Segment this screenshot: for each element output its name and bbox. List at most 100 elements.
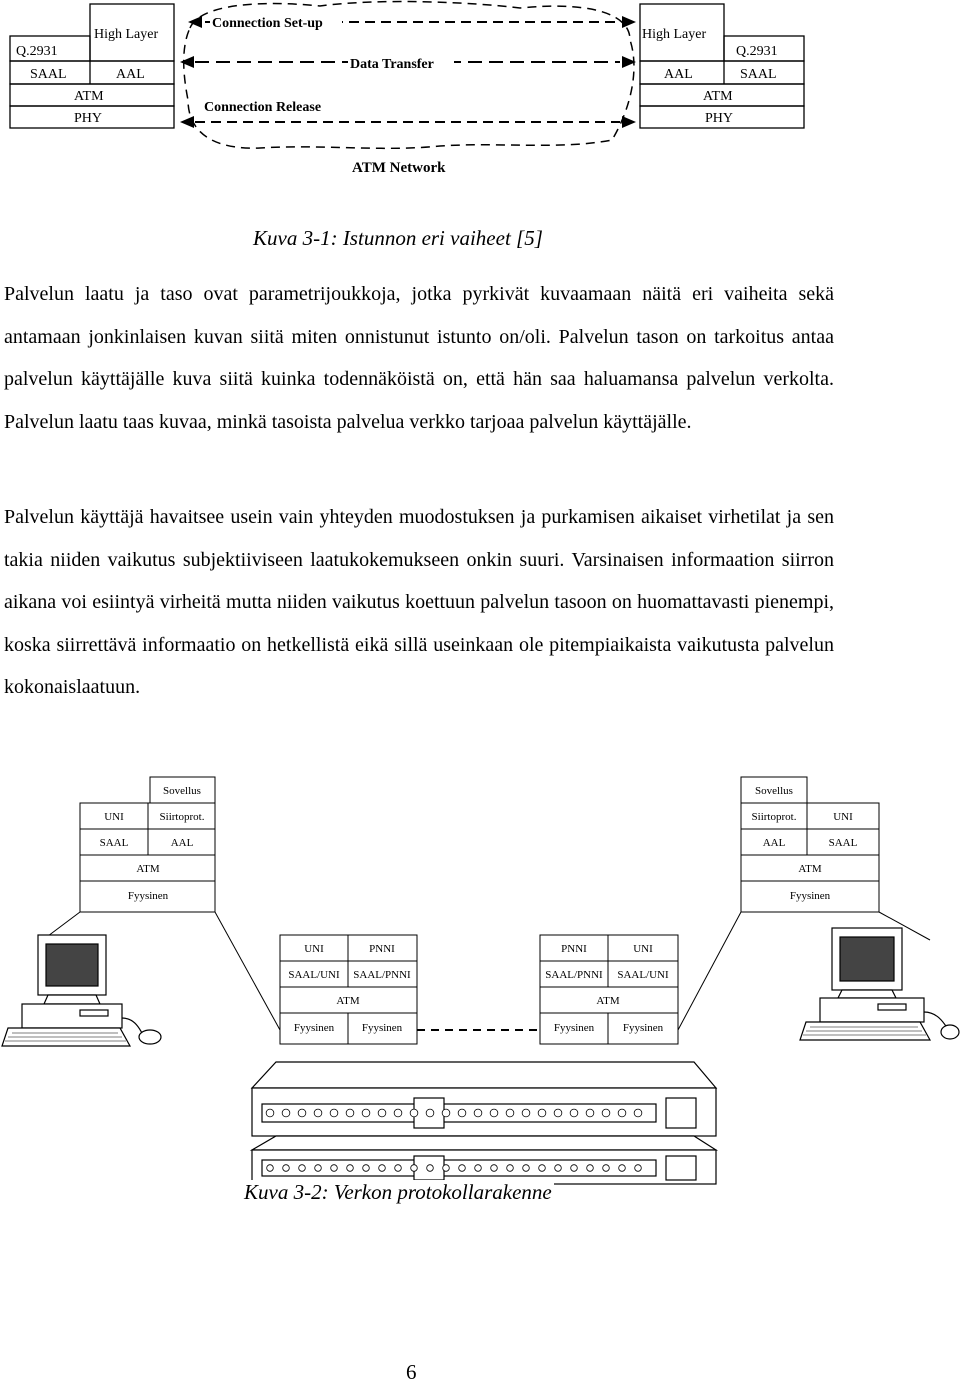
switch-port xyxy=(554,1164,562,1172)
left-aal-label: AAL xyxy=(116,67,145,82)
page-number: 6 xyxy=(406,1360,417,1384)
right-atm: ATM xyxy=(798,863,821,875)
switch-port xyxy=(457,1108,467,1118)
switch-port xyxy=(442,1164,450,1172)
switch-port xyxy=(330,1164,338,1172)
left-phy-label: PHY xyxy=(74,111,102,126)
switch-port xyxy=(473,1108,483,1118)
figure-1-caption: Kuva 3-1: Istunnon eri vaiheet [5] xyxy=(253,226,543,250)
switch-port xyxy=(569,1108,579,1118)
paragraph-1: Palvelun laatu ja taso ovat parametrijou… xyxy=(4,283,834,433)
atm-switch-icon-top xyxy=(250,1061,718,1137)
switch-port xyxy=(394,1164,402,1172)
switch-port xyxy=(634,1164,642,1172)
sw1-fyysinen-a: Fyysinen xyxy=(294,1022,335,1034)
switch-port xyxy=(522,1164,530,1172)
paragraph-2: Palvelun käyttäjä havaitsee usein vain y… xyxy=(4,506,834,698)
sw2-pnni: PNNI xyxy=(561,943,587,955)
left-highlayer-label: High Layer xyxy=(94,27,158,42)
sw2-fyysinen-a: Fyysinen xyxy=(554,1022,595,1034)
sw1-saal-uni: SAAL/UNI xyxy=(288,969,340,981)
connection-release-label: Connection Release xyxy=(204,100,321,115)
sw1-pnni: PNNI xyxy=(369,943,395,955)
switch-port xyxy=(633,1108,643,1118)
switch-port xyxy=(602,1164,610,1172)
right-saal-label: SAAL xyxy=(740,67,777,82)
switch-port xyxy=(297,1108,307,1118)
sw1-uni: UNI xyxy=(304,943,324,955)
sw2-atm: ATM xyxy=(596,995,619,1007)
switch-port xyxy=(617,1108,627,1118)
atm-switch-icon-bottom xyxy=(249,1135,719,1185)
switch-port xyxy=(345,1108,355,1118)
figure-2-caption: Kuva 3-2: Verkon protokollarakenne xyxy=(242,1180,554,1205)
switch-port xyxy=(410,1164,418,1172)
switch-port xyxy=(618,1164,626,1172)
right-aal-label: AAL xyxy=(664,67,693,82)
left-computer-icon xyxy=(1,934,162,1047)
left-siirtoprot: Siirtoprot. xyxy=(160,811,205,823)
right-uni: UNI xyxy=(833,811,853,823)
switch-port xyxy=(281,1108,291,1118)
switch-port xyxy=(265,1108,275,1118)
switch-port xyxy=(570,1164,578,1172)
switch-port xyxy=(489,1108,499,1118)
switch-port xyxy=(313,1108,323,1118)
right-highlayer-label: High Layer xyxy=(642,27,706,42)
switch-port xyxy=(266,1164,274,1172)
switch-port xyxy=(362,1164,370,1172)
left-atm: ATM xyxy=(136,863,159,875)
sw2-saal-pnni: SAAL/PNNI xyxy=(545,969,603,981)
right-phy-label: PHY xyxy=(705,111,733,126)
data-transfer-label: Data Transfer xyxy=(350,57,434,72)
left-aal: AAL xyxy=(171,837,194,849)
right-aal: AAL xyxy=(763,837,786,849)
switch-port xyxy=(474,1164,482,1172)
left-saal-label: SAAL xyxy=(30,67,67,82)
switch-port xyxy=(586,1164,594,1172)
left-saal: SAAL xyxy=(100,837,129,849)
switch-port xyxy=(505,1108,515,1118)
left-q2931-label: Q.2931 xyxy=(16,44,58,59)
sw2-fyysinen-b: Fyysinen xyxy=(623,1022,664,1034)
sw2-uni: UNI xyxy=(633,943,653,955)
switch-port xyxy=(378,1164,386,1172)
figure-session-phases: Q.2931 High Layer SAAL AAL ATM PHY High … xyxy=(9,0,805,176)
sw1-atm: ATM xyxy=(336,995,359,1007)
sw1-saal-pnni: SAAL/PNNI xyxy=(353,969,411,981)
right-sovellus: Sovellus xyxy=(755,785,793,797)
left-sovellus: Sovellus xyxy=(163,785,201,797)
switch-port xyxy=(490,1164,498,1172)
switch-port xyxy=(425,1108,435,1118)
switch-port xyxy=(426,1164,434,1172)
switch-port xyxy=(553,1108,563,1118)
switch-port xyxy=(458,1164,466,1172)
left-atm-label: ATM xyxy=(74,89,104,104)
left-fyysinen: Fyysinen xyxy=(128,890,169,902)
switch-port xyxy=(409,1108,419,1118)
switch-port xyxy=(346,1164,354,1172)
sw2-saal-uni: SAAL/UNI xyxy=(617,969,669,981)
switch-port xyxy=(585,1108,595,1118)
connection-setup-label: Connection Set-up xyxy=(212,16,323,31)
switch-port xyxy=(298,1164,306,1172)
right-computer-icon xyxy=(799,927,960,1041)
switch-port xyxy=(537,1108,547,1118)
switch-port xyxy=(361,1108,371,1118)
switch-port xyxy=(601,1108,611,1118)
switch-port xyxy=(538,1164,546,1172)
atm-network-label: ATM Network xyxy=(352,160,446,176)
left-uni: UNI xyxy=(104,811,124,823)
atm-network-cloud xyxy=(182,0,635,150)
sw1-fyysinen-b: Fyysinen xyxy=(362,1022,403,1034)
right-fyysinen: Fyysinen xyxy=(790,890,831,902)
right-q2931-label: Q.2931 xyxy=(736,44,778,59)
switch-port xyxy=(521,1108,531,1118)
switch-port xyxy=(506,1164,514,1172)
right-atm-label: ATM xyxy=(703,89,733,104)
switch-port xyxy=(377,1108,387,1118)
switch-port xyxy=(441,1108,451,1118)
switch-port xyxy=(282,1164,290,1172)
switch-port xyxy=(393,1108,403,1118)
switch-port xyxy=(314,1164,322,1172)
